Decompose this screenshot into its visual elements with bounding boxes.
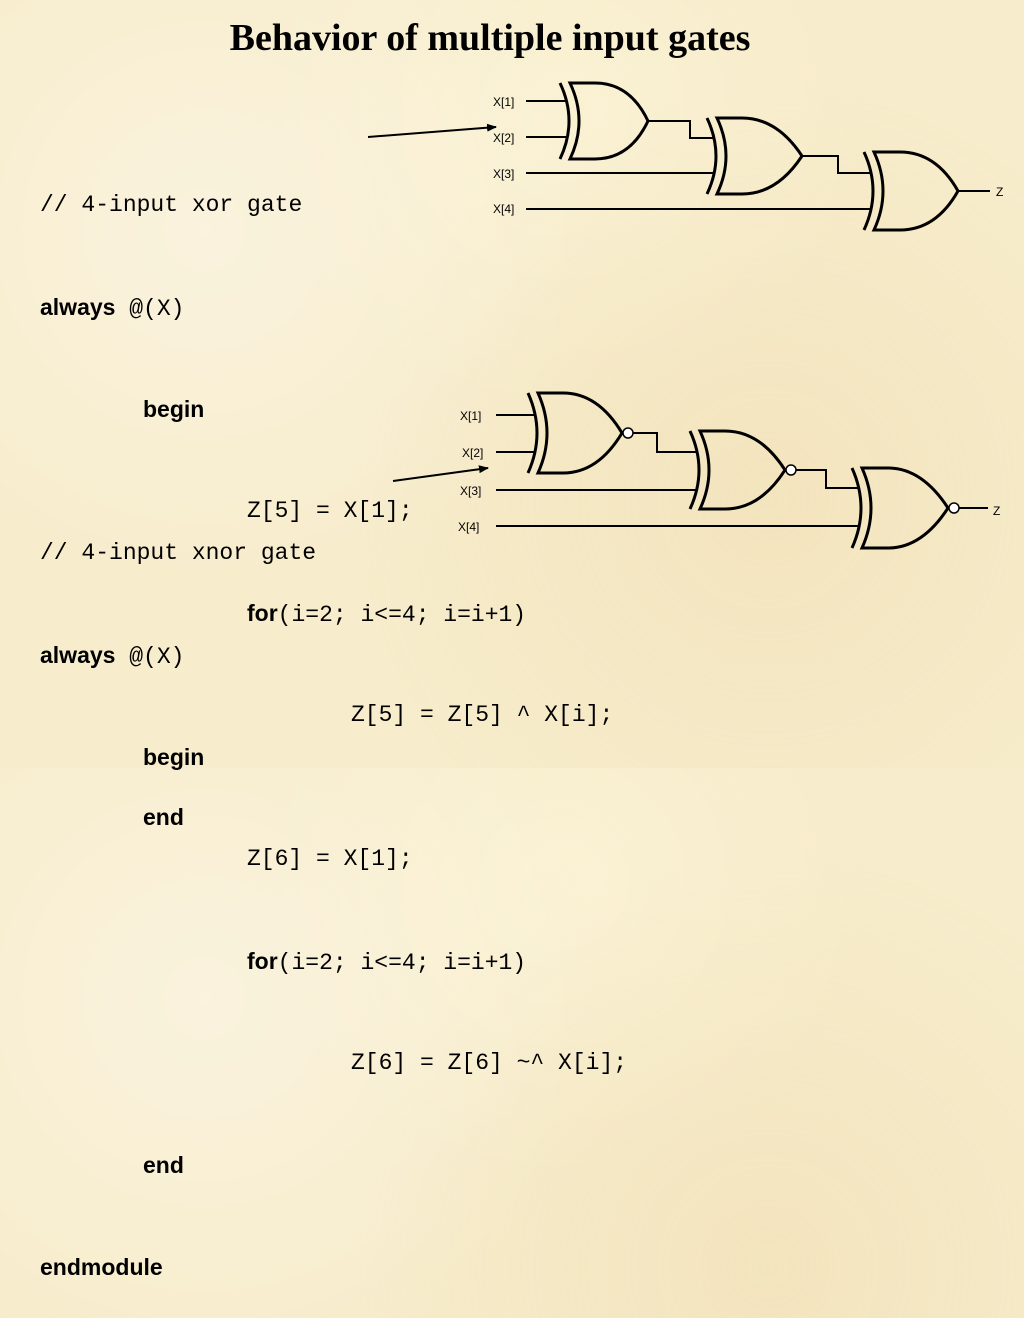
always-keyword: always: [40, 294, 116, 320]
xor-output-label: Z: [996, 185, 1003, 199]
xor-comment: // 4-input xor gate: [40, 192, 303, 218]
for-keyword: for: [247, 948, 278, 974]
for-header: (i=2; i<=4; i=i+1): [277, 950, 527, 976]
xor-body-line: Z[5] = Z[5] ^ X[i];: [40, 698, 613, 732]
xor-code-block: // 4-input xor gate always @(X) begin Z[…: [40, 120, 613, 868]
init-statement: Z[6] = X[1];: [247, 846, 413, 872]
circuit-diagrams: X[1] X[2] X[3] X[4] Z: [367, 81, 1003, 550]
begin-keyword: begin: [143, 744, 205, 770]
xnor-pointer-arrow: [392, 465, 489, 482]
endmodule-keyword: endmodule: [40, 1254, 163, 1280]
xnor-circuit: X[1] X[2] X[3] X[4] Z: [392, 391, 1000, 550]
xnor-for-line: for(i=2; i<=4; i=i+1): [40, 944, 627, 978]
slide-title: Behavior of multiple input gates: [229, 17, 751, 59]
xor-pointer-arrow: [367, 123, 497, 138]
xor-input-label-4: X[4]: [493, 202, 514, 216]
xor-always-line: always @(X): [40, 290, 613, 324]
xnor-input-label-2: X[2]: [462, 446, 483, 460]
xnor-gate-3: [850, 466, 960, 550]
xnor-begin-line: begin: [40, 740, 627, 774]
init-statement: Z[5] = X[1];: [247, 498, 413, 524]
inversion-bubble-icon: [948, 502, 960, 514]
xnor-input-label-3: X[3]: [460, 484, 481, 498]
xnor-output-label: Z: [993, 504, 1000, 518]
xnor-comment: // 4-input xnor gate: [40, 540, 317, 566]
xor-begin-line: begin: [40, 392, 613, 426]
loop-body: Z[6] = Z[6] ~^ X[i];: [351, 1050, 628, 1076]
begin-keyword: begin: [143, 396, 205, 422]
for-header: (i=2; i<=4; i=i+1): [277, 602, 527, 628]
xnor-wires: [496, 414, 988, 527]
loop-body: Z[5] = Z[5] ^ X[i];: [351, 702, 614, 728]
xnor-gate-1: [526, 391, 634, 475]
for-keyword: for: [247, 600, 278, 626]
inversion-bubble-icon: [622, 427, 634, 439]
sensitivity-list: @(X): [115, 644, 185, 670]
xor-init-line: Z[5] = X[1];: [40, 494, 613, 528]
xor-gate-1: [558, 81, 650, 161]
xnor-input-label-4: X[4]: [458, 520, 479, 534]
xnor-always-line: always @(X): [40, 638, 627, 672]
xor-input-label-1: X[1]: [493, 95, 514, 109]
inversion-bubble-icon: [785, 464, 797, 476]
xnor-init-line: Z[6] = X[1];: [40, 842, 627, 876]
always-keyword: always: [40, 642, 116, 668]
xnor-body-line: Z[6] = Z[6] ~^ X[i];: [40, 1046, 627, 1080]
xor-input-label-2: X[2]: [493, 131, 514, 145]
xor-gate-2: [705, 116, 804, 196]
xor-circuit: X[1] X[2] X[3] X[4] Z: [367, 81, 1003, 232]
end-keyword: end: [143, 1152, 184, 1178]
xnor-gate-2: [688, 429, 797, 511]
xor-wires: [526, 100, 990, 210]
xor-for-line: for(i=2; i<=4; i=i+1): [40, 596, 613, 630]
sensitivity-list: @(X): [115, 296, 185, 322]
xnor-endmodule-line: endmodule: [40, 1250, 627, 1284]
xor-gate-3: [862, 150, 960, 232]
xnor-input-label-1: X[1]: [460, 409, 481, 423]
xnor-end-line: end: [40, 1148, 627, 1182]
xor-input-label-3: X[3]: [493, 167, 514, 181]
